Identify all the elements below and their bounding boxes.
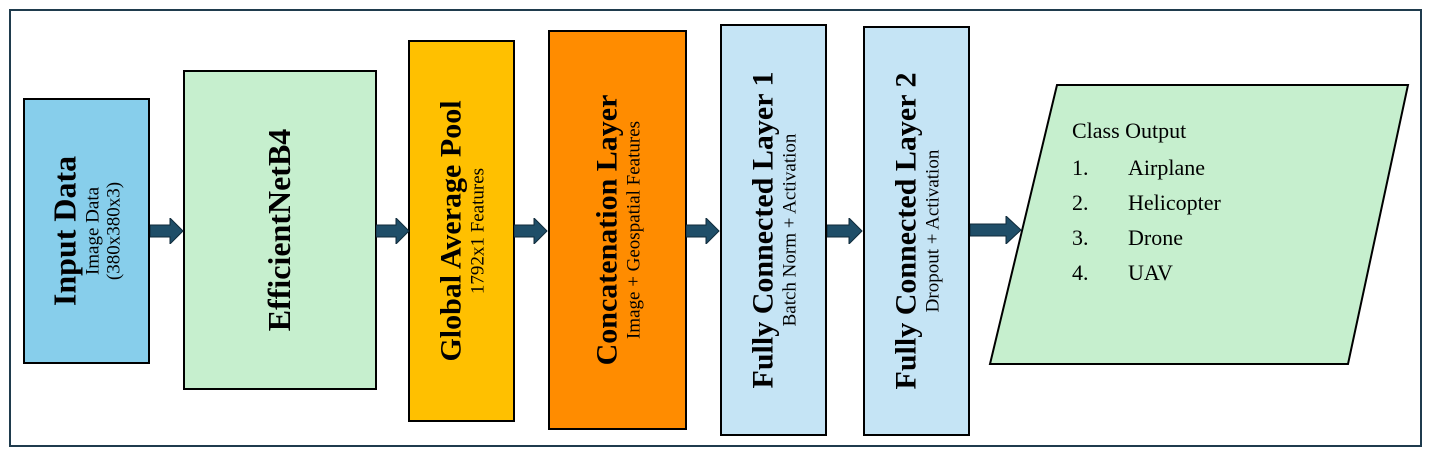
- arrow-icon: [376, 218, 410, 244]
- class-output-list: Class Output 1.Airplane 2.Helicopter 3.D…: [1072, 118, 1221, 290]
- arrow-icon: [150, 218, 184, 244]
- class-item: 3.Drone: [1072, 225, 1183, 250]
- fc-layer-2-block: Fully Connected Layer 2 Dropout + Activa…: [863, 26, 970, 436]
- concatenation-layer-block: Concatenation Layer Image + Geospatial F…: [548, 30, 687, 430]
- efficientnet-block: EfficientNetB4: [183, 70, 377, 390]
- arrow-icon: [970, 216, 1022, 244]
- fc-layer-1-block: Fully Connected Layer 1 Batch Norm + Act…: [720, 24, 827, 436]
- arrow-icon: [686, 218, 720, 244]
- arrow-icon: [827, 218, 863, 244]
- arrow-icon: [514, 218, 548, 244]
- class-item: 4.UAV: [1072, 260, 1173, 285]
- class-output-heading: Class Output: [1072, 118, 1187, 143]
- class-item: 2.Helicopter: [1072, 190, 1221, 215]
- class-item: 1.Airplane: [1072, 155, 1205, 180]
- input-data-block: Input Data Image Data (380x380x3): [23, 98, 150, 364]
